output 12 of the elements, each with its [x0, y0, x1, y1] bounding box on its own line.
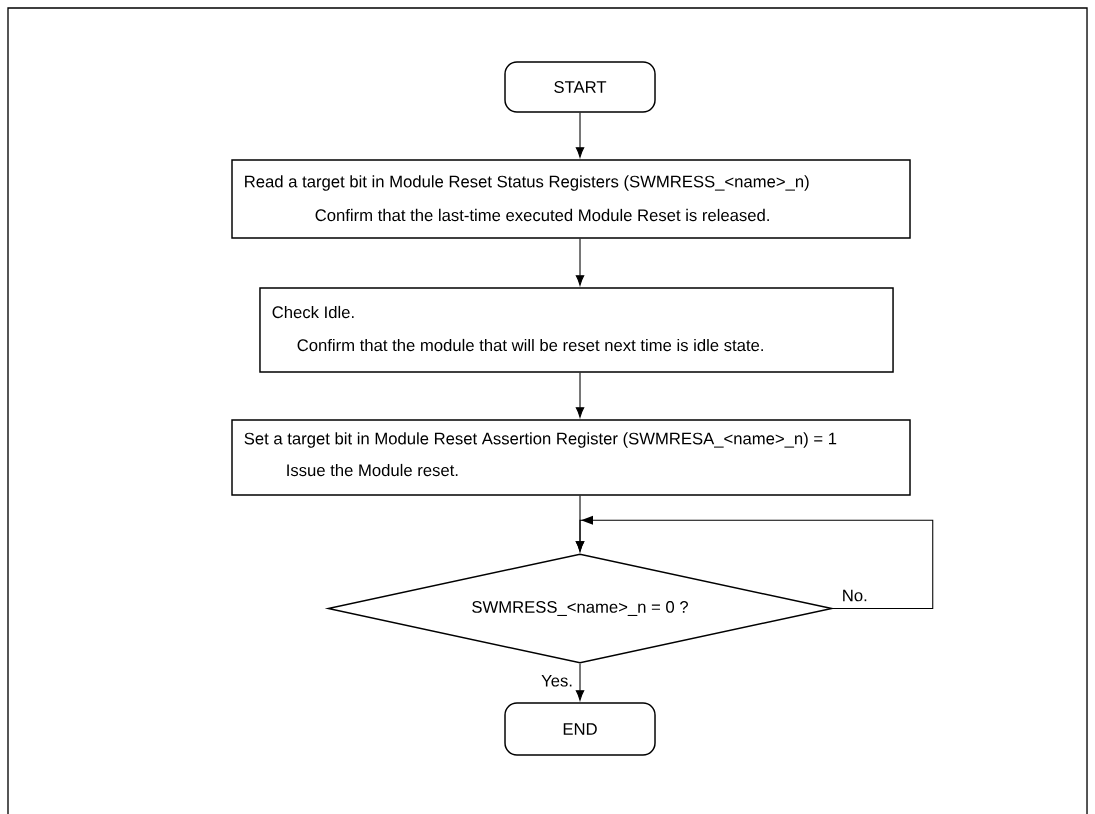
terminal-box: START [504, 61, 656, 113]
arrow [575, 238, 585, 286]
arrow [575, 112, 585, 158]
edge-label: Yes. [539, 673, 575, 688]
process-box: Check Idle. Confirm that the module that will be reset next time is idle state. [259, 287, 894, 373]
terminal-box: END [504, 702, 656, 756]
arrow [575, 663, 585, 701]
process-box: Read a target bit in Module Reset Status Registers (SWMRESS_<name>_n) Confirm that the last-time executed Module Reset is released. [231, 159, 911, 239]
edge-label: No. [840, 588, 870, 603]
arrow [575, 515, 934, 610]
arrow [575, 372, 585, 418]
process-box: Set a target bit in Module Reset Assertion Register (SWMRESA_<name>_n) = 1 Issue the Module reset. [231, 419, 911, 496]
